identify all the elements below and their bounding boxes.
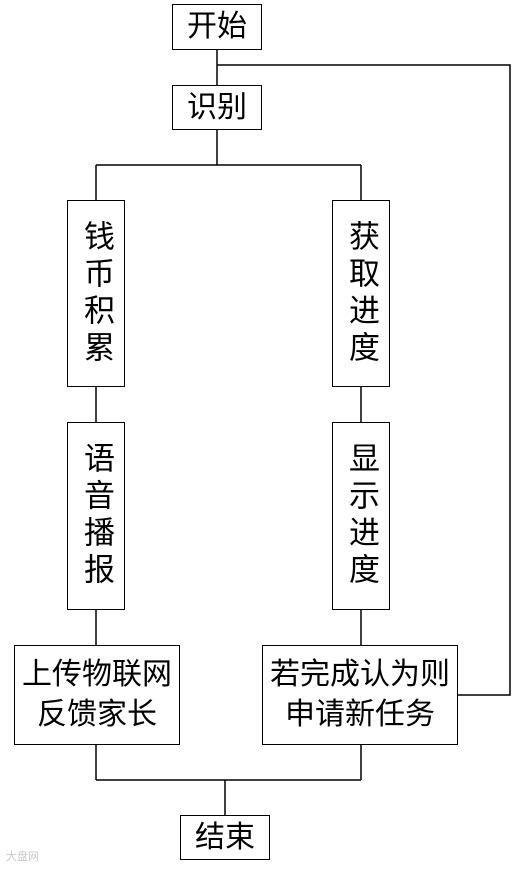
progress-show-label: 显示进度: [343, 442, 379, 590]
end-node: 结束: [180, 815, 270, 860]
iot-feedback-line2: 反馈家长: [37, 697, 157, 732]
new-task-line2: 申请新任务: [285, 697, 435, 732]
start-node: 开始: [172, 4, 262, 50]
identify-label: 识别: [187, 89, 247, 125]
progress-get-label: 获取进度: [343, 219, 379, 368]
voice-broadcast-node: 语音播报: [67, 422, 125, 610]
progress-get-node: 获取进度: [332, 200, 390, 387]
progress-show-node: 显示进度: [332, 422, 390, 610]
voice-broadcast-label: 语音播报: [78, 442, 114, 590]
identify-node: 识别: [172, 85, 262, 130]
iot-feedback-node: 上传物联网 反馈家长: [14, 645, 180, 745]
new-task-node: 若完成认为则 申请新任务: [262, 645, 458, 745]
iot-feedback-line1: 上传物联网: [22, 657, 172, 692]
coin-accumulate-label: 钱币积累: [78, 219, 114, 368]
coin-accumulate-node: 钱币积累: [67, 200, 125, 387]
watermark: 大盘网: [6, 850, 39, 863]
end-label: 结束: [195, 819, 255, 855]
start-label: 开始: [187, 9, 247, 44]
new-task-line1: 若完成认为则: [270, 657, 450, 692]
